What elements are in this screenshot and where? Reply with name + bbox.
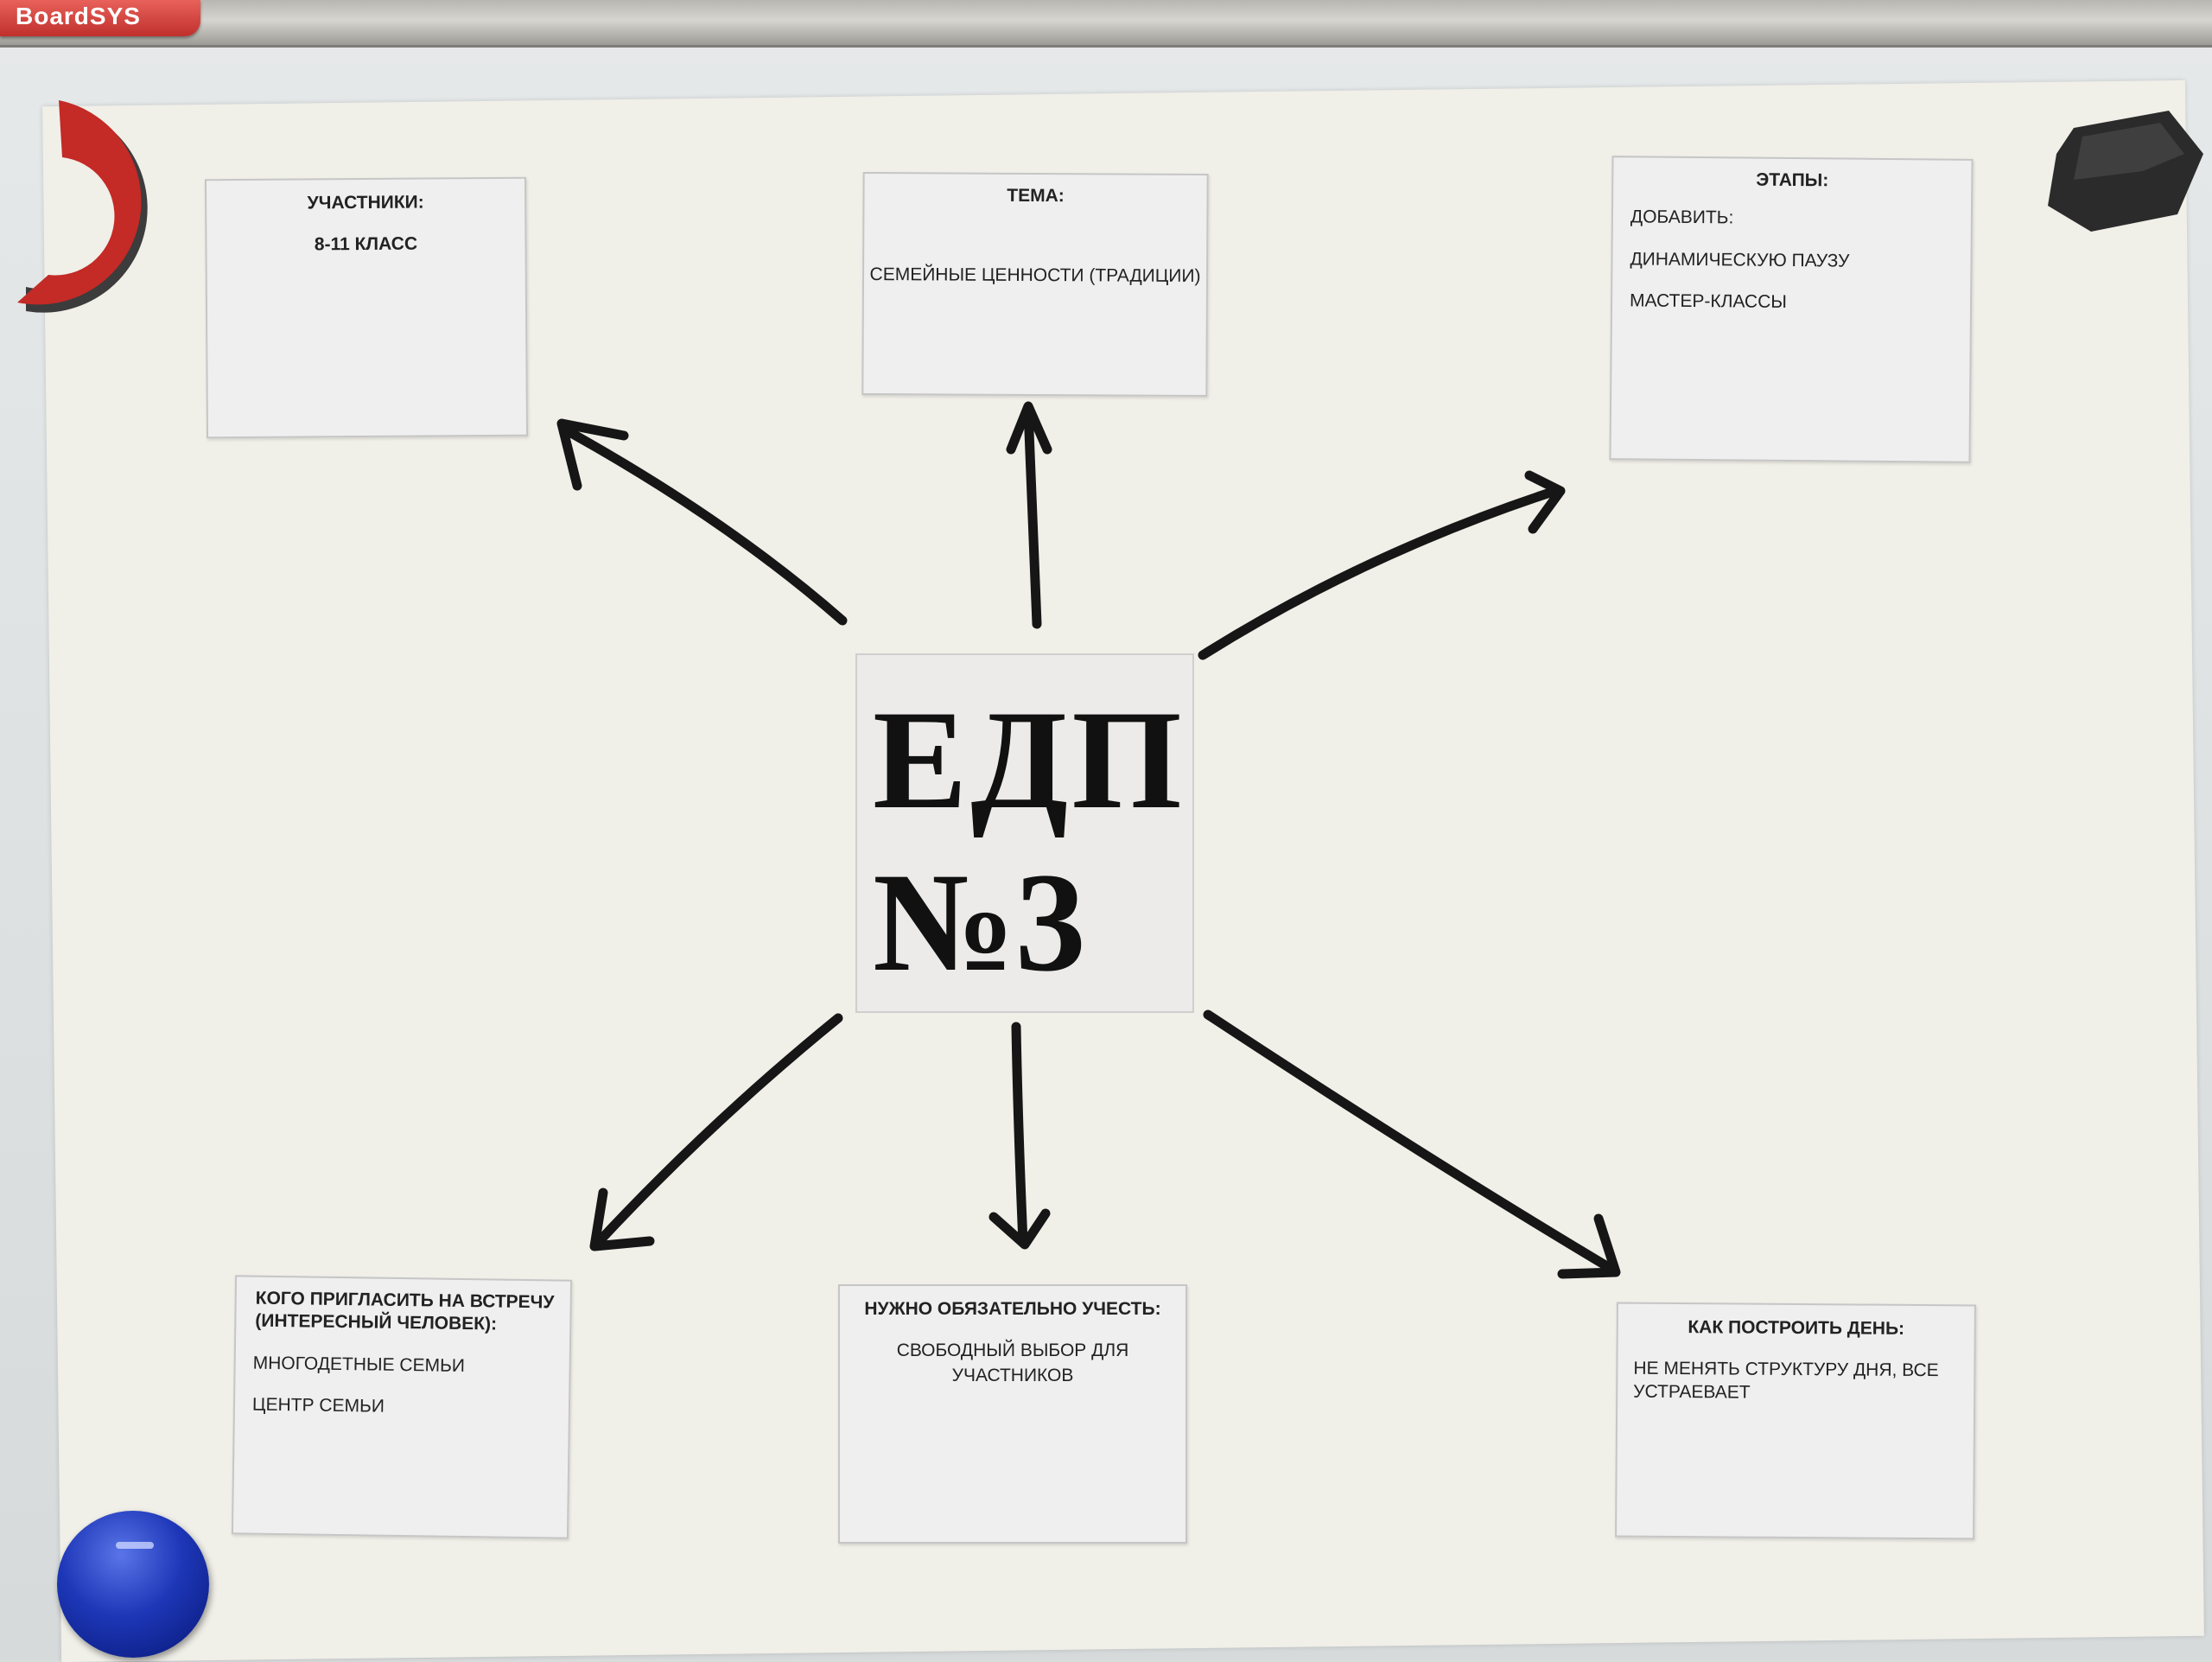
card-line: СВОБОДНЫЙ ВЫБОР ДЛЯ — [896, 1340, 1129, 1361]
card-day: КАК ПОСТРОИТЬ ДЕНЬ: НЕ МЕНЯТЬ СТРУКТУРУ … — [1615, 1302, 1976, 1540]
card-line: ЦЕНТР СЕМЬИ — [251, 1394, 385, 1417]
card-line: МНОГОДЕТНЫЕ СЕМЬИ — [252, 1353, 466, 1376]
center-title-line2: №3 — [873, 844, 1086, 1001]
red-magnet — [17, 100, 148, 313]
brand-label: BoardSYS — [0, 0, 200, 36]
card-invite: КОГО ПРИГЛАСИТЬ НА ВСТРЕЧУ (ИНТЕРЕСНЫЙ Ч… — [231, 1275, 573, 1539]
center-title-line1: ЕДП — [873, 682, 1185, 838]
center-card: ЕДП №3 — [855, 653, 1194, 1013]
card-line: МАСТЕР-КЛАССЫ — [1629, 290, 1788, 312]
card-line: 8-11 КЛАСС — [314, 233, 418, 255]
card-title: НУЖНО ОБЯЗАТЕЛЬНО УЧЕСТЬ: — [864, 1299, 1161, 1319]
card-title: ТЕМА: — [1007, 185, 1065, 207]
card-line: ДОБАВИТЬ: — [1630, 207, 1734, 228]
card-stages: ЭТАПЫ: ДОБАВИТЬ: ДИНАМИЧЕСКУЮ ПАУЗУ МАСТ… — [1609, 156, 1974, 463]
card-topic: ТЕМА: СЕМЕЙНЫЕ ЦЕННОСТИ (ТРАДИЦИИ) — [861, 171, 1209, 398]
card-title: УЧАСТНИКИ: — [307, 192, 424, 213]
card-line: НЕ МЕНЯТЬ СТРУКТУРУ ДНЯ, ВСЕ УСТРАЕВАЕТ — [1633, 1358, 1939, 1403]
card-required: НУЖНО ОБЯЗАТЕЛЬНО УЧЕСТЬ: СВОБОДНЫЙ ВЫБО… — [838, 1284, 1187, 1544]
card-line: УЧАСТНИКОВ — [951, 1365, 1074, 1385]
blue-magnet — [57, 1511, 209, 1658]
card-title: КОГО ПРИГЛАСИТЬ НА ВСТРЕЧУ (ИНТЕРЕСНЫЙ Ч… — [255, 1288, 555, 1334]
card-title: КАК ПОСТРОИТЬ ДЕНЬ: — [1688, 1317, 1905, 1339]
board-top-rail: BoardSYS — [0, 0, 2212, 48]
card-title: ЭТАПЫ: — [1756, 169, 1829, 191]
card-line: ДИНАМИЧЕСКУЮ ПАУЗУ — [1630, 248, 1850, 271]
card-line: СЕМЕЙНЫЕ ЦЕННОСТИ (ТРАДИЦИИ) — [869, 264, 1201, 287]
black-magnet — [2048, 111, 2203, 232]
card-participants: УЧАСТНИКИ: 8-11 КЛАСС — [204, 176, 529, 439]
